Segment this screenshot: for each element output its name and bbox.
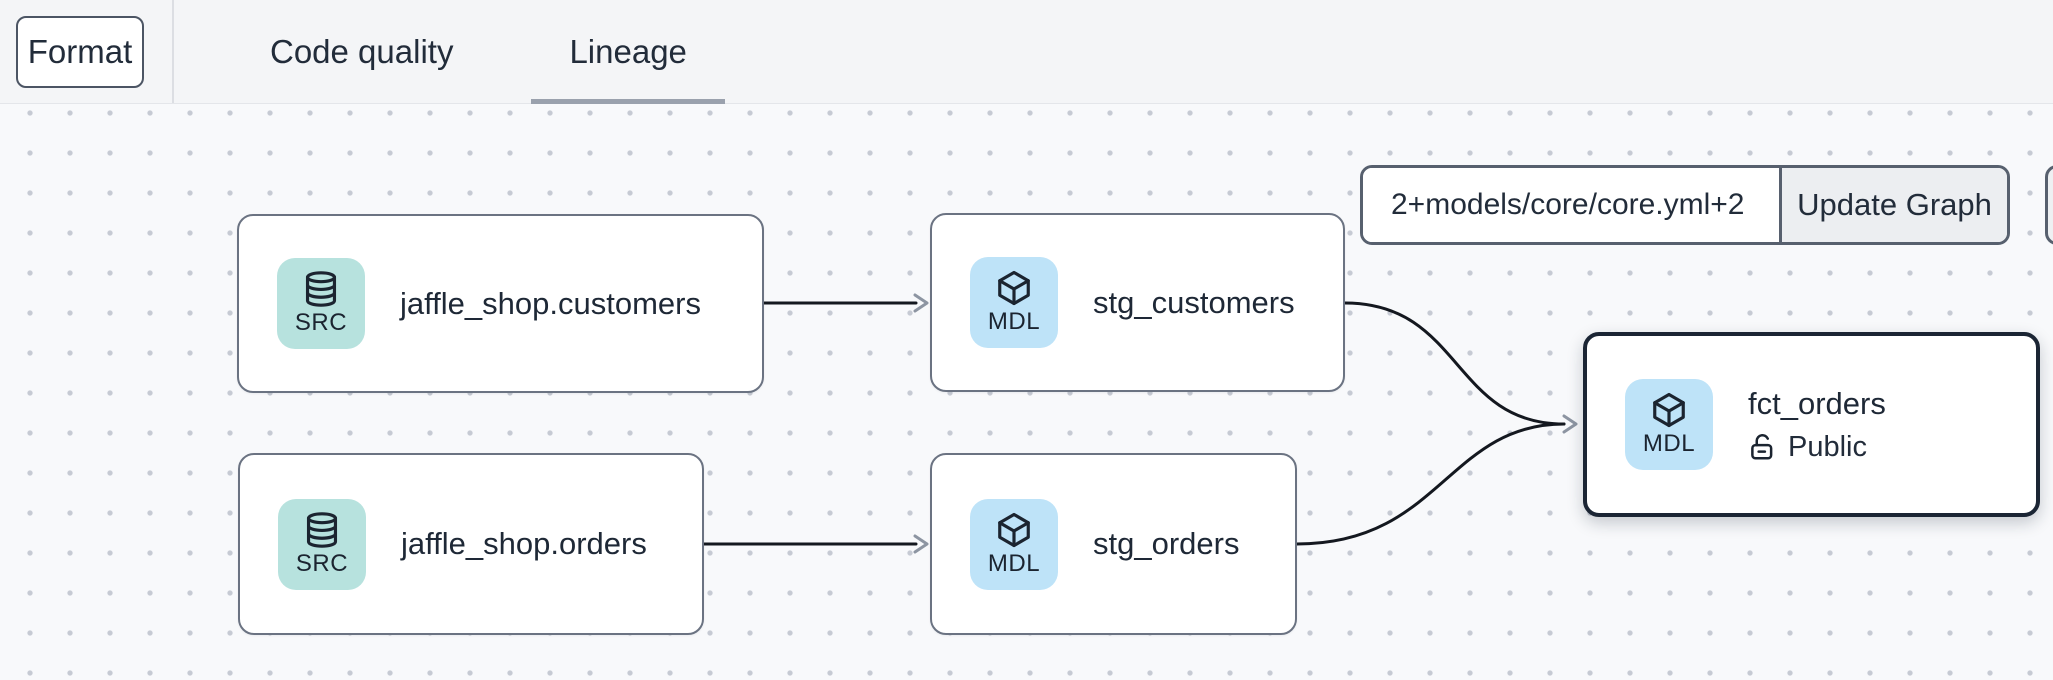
arrowhead-icon [913, 293, 929, 313]
cube-icon [1653, 392, 1685, 428]
node-label: jaffle_shop.orders [401, 526, 647, 561]
editor-topbar: Format Code quality Lineage [0, 0, 2053, 104]
badge-label: SRC [295, 549, 349, 577]
edge-stgorders-to-fct [1295, 422, 1566, 546]
topbar-divider [172, 0, 174, 103]
unlock-icon [1751, 434, 1773, 460]
lineage-selector-input[interactable] [1363, 168, 1779, 242]
badge-label: SRC [294, 309, 348, 336]
node-stg-orders[interactable]: MDL stg_orders [930, 453, 1297, 635]
node-jaffle-shop-customers[interactable]: SRC jaffle_shop.customers [237, 214, 764, 393]
lineage-selector-group: Update Graph [1360, 165, 2010, 245]
node-label: jaffle_shop.customers [400, 285, 701, 321]
badge-label: MDL [1642, 430, 1696, 457]
result-tabs: Code quality Lineage [232, 0, 726, 104]
tab-lineage[interactable]: Lineage [531, 0, 726, 104]
model-badge: MDL [1625, 379, 1713, 470]
badge-label: MDL [987, 308, 1041, 335]
update-graph-button[interactable]: Update Graph [1779, 168, 2007, 242]
source-badge: SRC [277, 258, 365, 349]
node-fct-orders[interactable]: MDL fct_orders Public [1583, 332, 2040, 517]
database-icon [306, 511, 338, 548]
access-row: Public [1748, 431, 1886, 464]
arrowhead-icon [913, 534, 929, 554]
cube-icon [998, 512, 1030, 547]
node-label: stg_customers [1093, 284, 1295, 320]
database-icon [305, 271, 337, 307]
format-button[interactable]: Format [16, 16, 144, 88]
node-text: fct_orders Public [1748, 386, 1886, 464]
model-badge: MDL [970, 257, 1058, 348]
node-stg-customers[interactable]: MDL stg_customers [930, 213, 1345, 392]
node-jaffle-shop-orders[interactable]: SRC jaffle_shop.orders [238, 453, 704, 635]
node-label: stg_orders [1093, 526, 1240, 561]
node-label: fct_orders [1748, 385, 1886, 421]
clipped-right-button[interactable] [2045, 165, 2053, 245]
badge-label: MDL [987, 549, 1041, 577]
arrowhead-icon [1562, 414, 1578, 434]
tab-code-quality[interactable]: Code quality [270, 33, 454, 70]
edge-stgcustomers-to-fct [1343, 301, 1566, 426]
lineage-canvas[interactable]: SRC jaffle_shop.customers MDL stg_custom… [0, 104, 2053, 680]
source-badge: SRC [278, 498, 366, 590]
model-badge: MDL [970, 498, 1058, 590]
cube-icon [998, 270, 1030, 306]
access-label: Public [1788, 430, 1867, 463]
